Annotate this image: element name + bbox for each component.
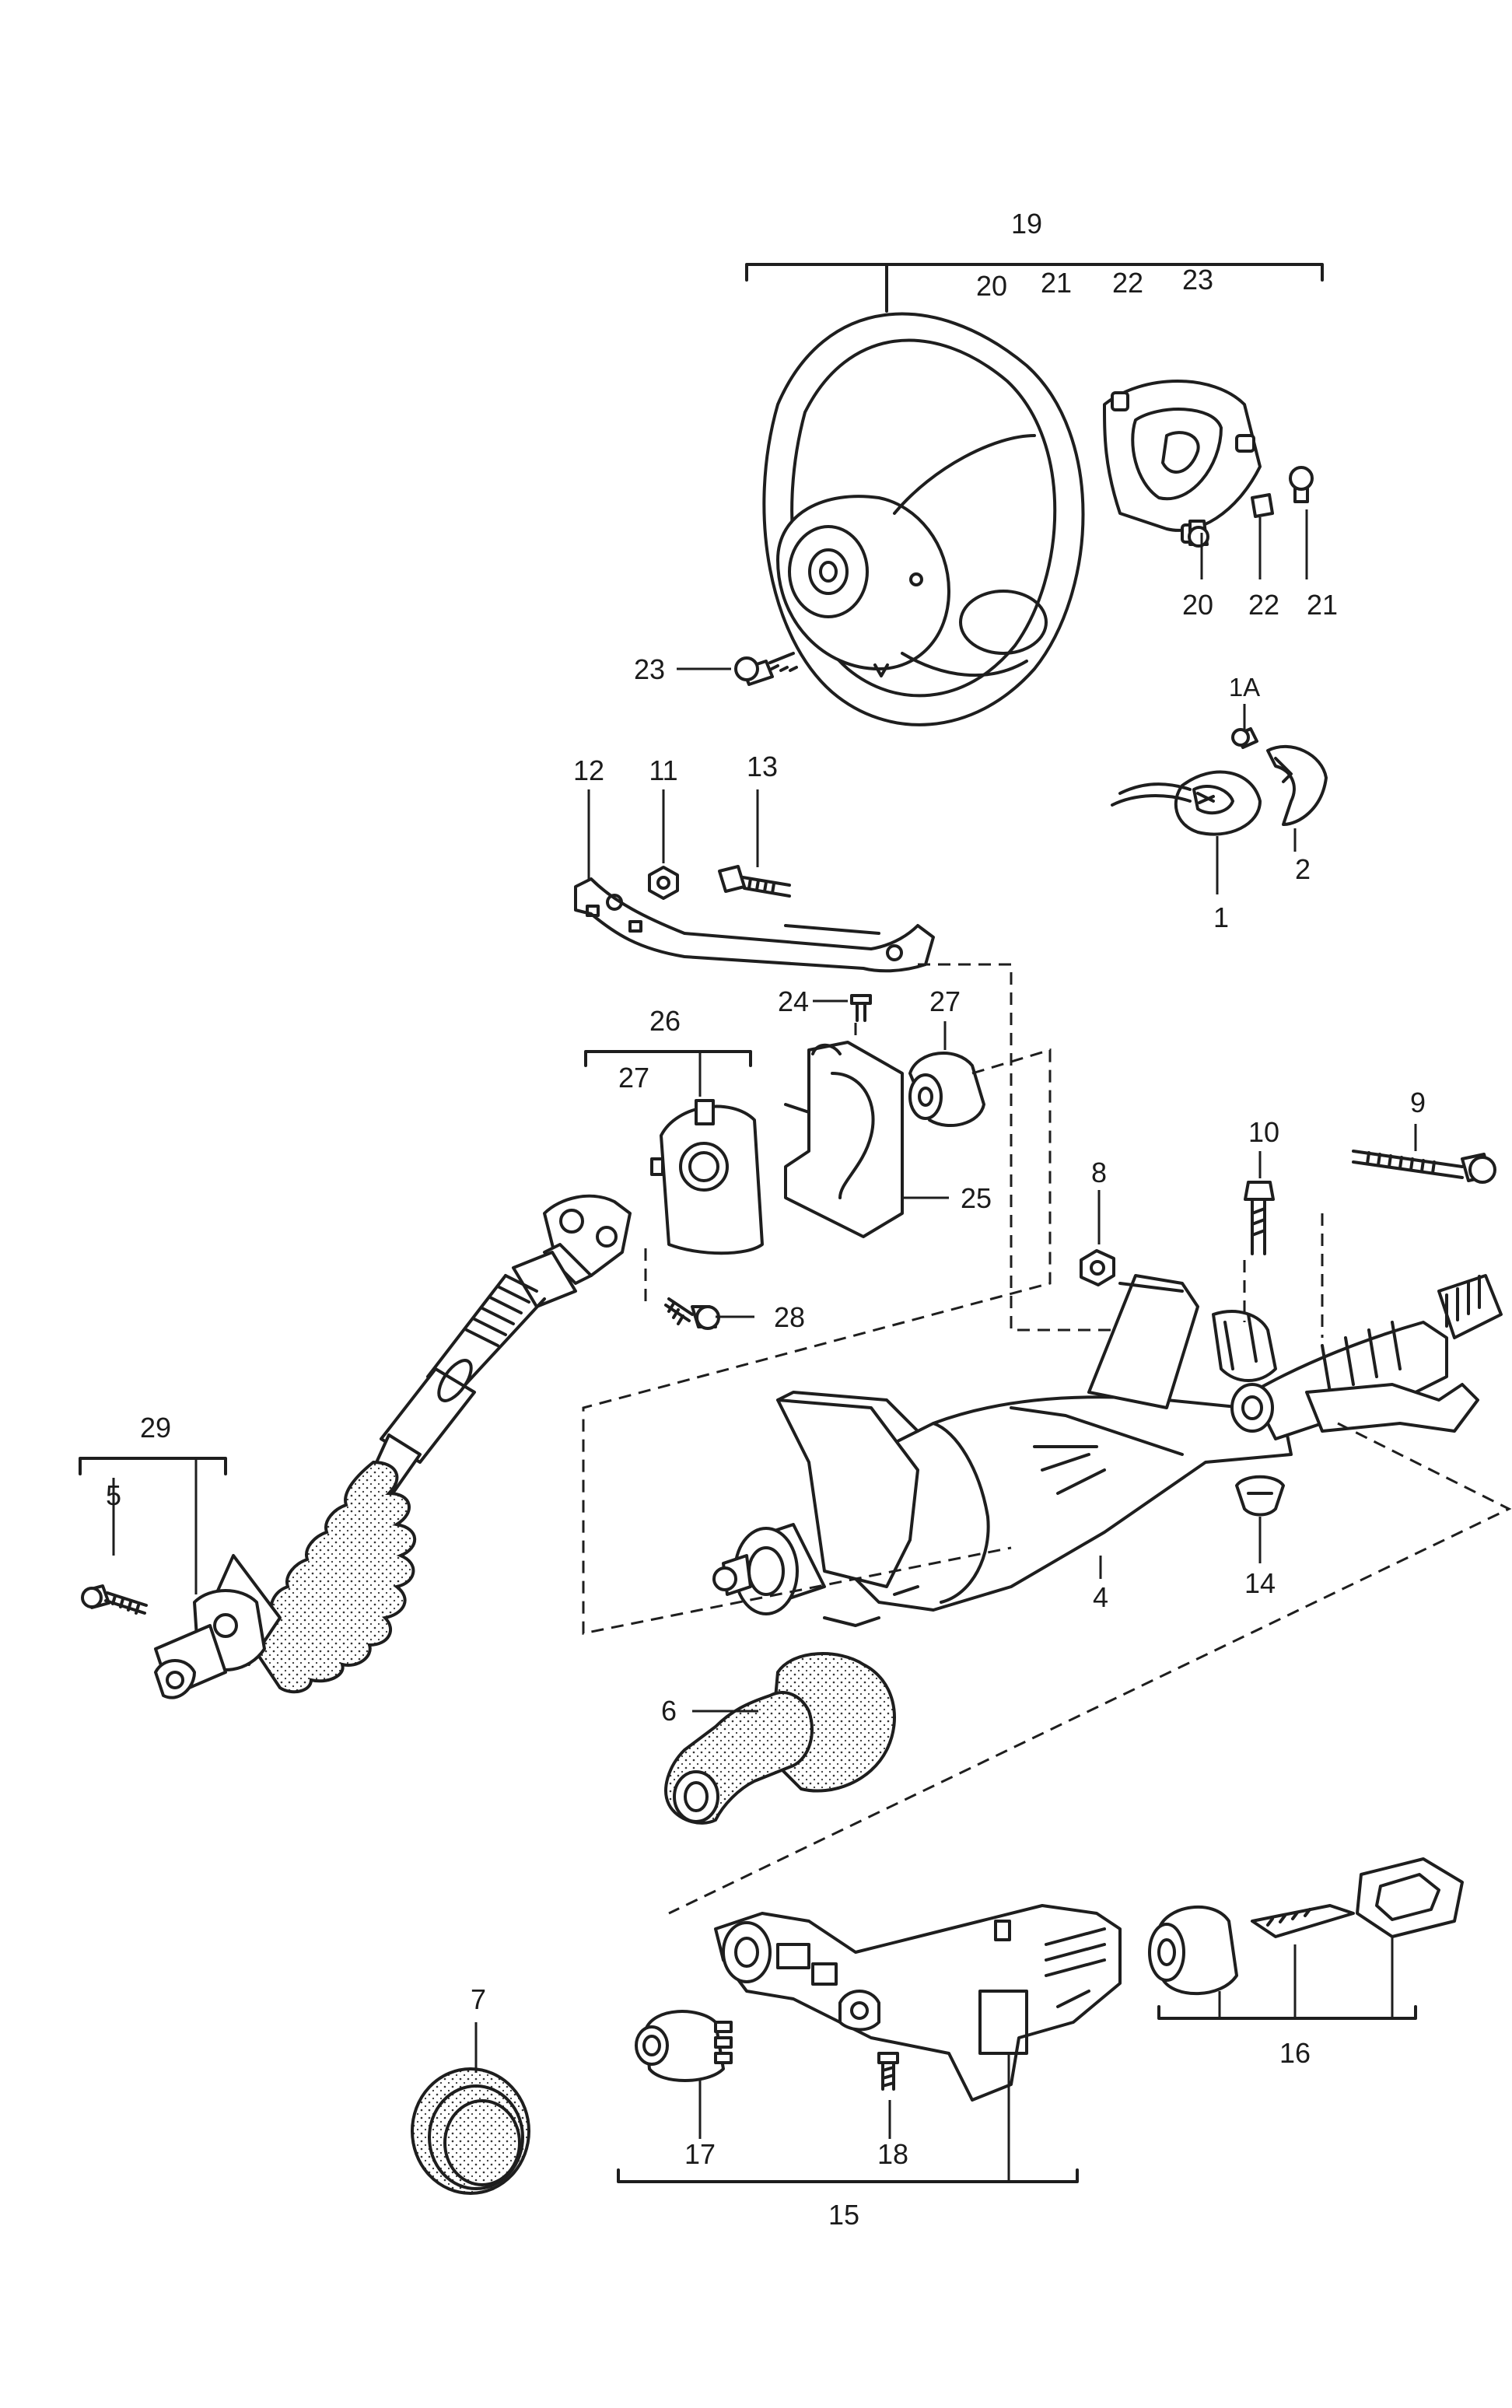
lock-cylinder-16 bbox=[1148, 1905, 1238, 1996]
label-26: 26 bbox=[649, 1005, 681, 1037]
bolt-28 bbox=[664, 1297, 720, 1330]
lock-cylinder-27 bbox=[908, 1052, 985, 1128]
bolt-9 bbox=[1352, 1150, 1496, 1184]
label-29: 29 bbox=[140, 1412, 171, 1444]
label-10: 10 bbox=[1248, 1116, 1279, 1148]
label-13: 13 bbox=[747, 751, 778, 782]
leader-lines bbox=[474, 509, 1417, 2139]
nut-11 bbox=[648, 866, 679, 900]
label-28: 28 bbox=[774, 1301, 805, 1333]
label-19-23: 23 bbox=[1182, 264, 1213, 296]
group-bracket-29 bbox=[79, 1457, 227, 1475]
label-19-21: 21 bbox=[1041, 267, 1072, 299]
label-21: 21 bbox=[1307, 589, 1338, 621]
lock-housing-15 bbox=[714, 1904, 1122, 2102]
label-1a: 1A bbox=[1229, 673, 1260, 702]
ignition-switch-17 bbox=[635, 2010, 733, 2082]
label-2: 2 bbox=[1295, 853, 1311, 885]
cap-7 bbox=[411, 2067, 530, 2195]
intermediate-shaft bbox=[154, 1194, 632, 1699]
label-19: 19 bbox=[1011, 208, 1042, 240]
shroud-25 bbox=[784, 1041, 904, 1238]
steering-wheel bbox=[762, 312, 1085, 726]
label-27: 27 bbox=[929, 985, 961, 1017]
label-18: 18 bbox=[877, 2138, 908, 2170]
label-26-27: 27 bbox=[618, 1062, 649, 1094]
wheel-bolt-23 bbox=[734, 652, 798, 686]
key-blade bbox=[1251, 1904, 1355, 1938]
bolt-10 bbox=[1244, 1181, 1275, 1255]
label-25: 25 bbox=[961, 1182, 992, 1214]
label-24: 24 bbox=[778, 985, 809, 1017]
screw-24 bbox=[850, 994, 872, 1022]
label-4: 4 bbox=[1093, 1581, 1108, 1613]
label-17: 17 bbox=[684, 2138, 716, 2170]
label-1: 1 bbox=[1213, 901, 1229, 933]
group-bracket-26 bbox=[584, 1050, 752, 1067]
nut-8 bbox=[1080, 1249, 1115, 1286]
label-7: 7 bbox=[471, 1983, 486, 2015]
group-bracket-16 bbox=[1157, 2005, 1417, 2020]
label-15: 15 bbox=[828, 2199, 859, 2231]
part-labels: 19 20 21 22 23 20 22 21 23 1A 2 1 12 11 … bbox=[106, 208, 1426, 2231]
label-19-22: 22 bbox=[1112, 267, 1143, 299]
boot-6 bbox=[664, 1652, 896, 1825]
label-12: 12 bbox=[573, 754, 604, 786]
label-8: 8 bbox=[1091, 1157, 1107, 1188]
screw-18 bbox=[877, 2052, 899, 2091]
label-9: 9 bbox=[1410, 1087, 1426, 1118]
label-23: 23 bbox=[634, 653, 665, 685]
label-19-20: 20 bbox=[976, 270, 1007, 302]
steering-gear-housing bbox=[712, 1274, 1503, 1627]
alignment-lines bbox=[582, 963, 1512, 1915]
nut-14 bbox=[1235, 1475, 1285, 1517]
horn-contact-unit bbox=[1103, 380, 1314, 548]
bolt-13 bbox=[718, 865, 791, 898]
label-14: 14 bbox=[1244, 1567, 1276, 1599]
label-6: 6 bbox=[661, 1695, 677, 1727]
label-5: 5 bbox=[106, 1479, 121, 1511]
support-bracket-12 bbox=[574, 877, 935, 973]
switch-module-26 bbox=[650, 1099, 764, 1255]
label-16: 16 bbox=[1279, 2037, 1311, 2069]
label-20: 20 bbox=[1182, 589, 1213, 621]
label-11: 11 bbox=[649, 754, 677, 786]
group-bracket-15 bbox=[617, 2168, 1079, 2183]
key-head bbox=[1356, 1857, 1464, 1938]
group-bracket-19 bbox=[745, 263, 1324, 282]
bolt-5 bbox=[81, 1584, 148, 1615]
slip-ring-assembly bbox=[1111, 727, 1328, 836]
label-22: 22 bbox=[1248, 589, 1279, 621]
